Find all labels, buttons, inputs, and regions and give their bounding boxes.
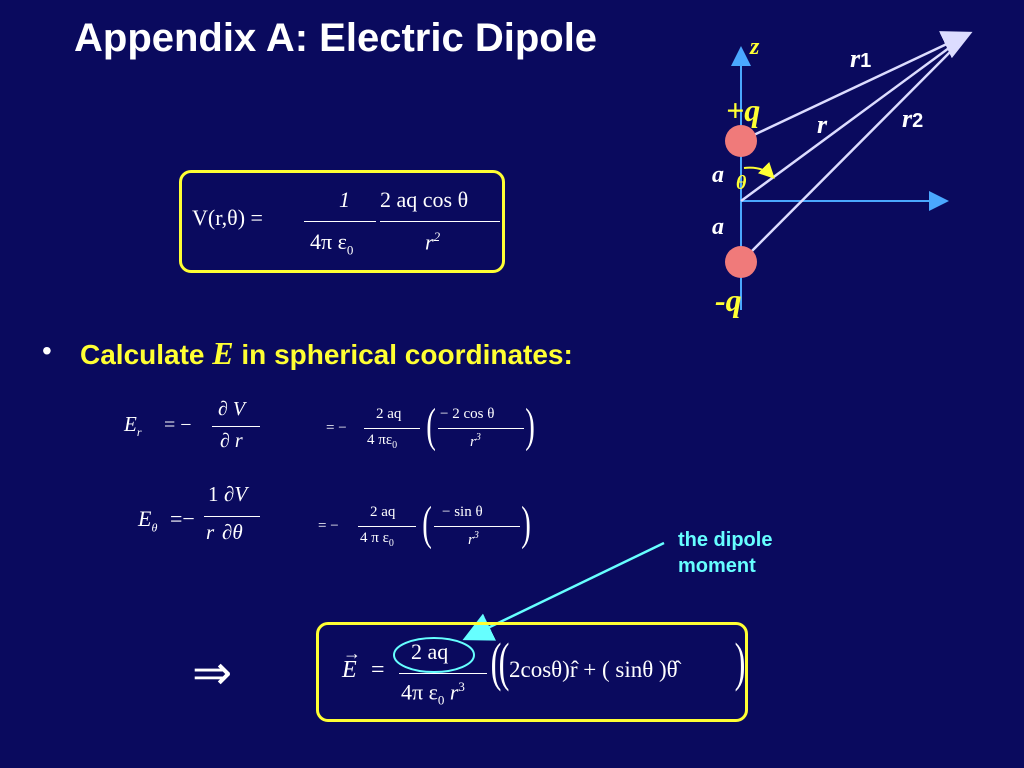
bullet-text-before: Calculate — [80, 339, 213, 370]
etheta-den2-sub: 0 — [388, 538, 394, 549]
etheta-den-a: r — [206, 520, 215, 544]
theta-arc — [743, 161, 775, 179]
theta-label: θ — [736, 172, 747, 194]
r1-label: r1 — [850, 44, 871, 74]
etheta-rparen: ) — [521, 497, 531, 550]
etheta-frac3-line — [434, 526, 520, 527]
er-den3-sup: 3 — [475, 432, 481, 443]
er-frac3-line — [438, 428, 524, 429]
bullet-marker: • — [42, 335, 52, 366]
etheta-den2: 4 π ε0 — [360, 530, 394, 549]
positive-charge — [725, 125, 757, 157]
etheta-lhs: Eθ — [138, 506, 157, 535]
er-num: ∂ V — [218, 398, 246, 420]
dipole-moment-ellipse — [393, 637, 475, 673]
etheta-den2-text: 4 π ε — [360, 530, 389, 546]
etheta-den3-sup: 3 — [473, 530, 479, 541]
bullet-text-after: in spherical coordinates: — [233, 339, 573, 370]
potential-frac2-den-sup: 2 — [433, 229, 441, 244]
etheta-frac2-line — [358, 526, 416, 527]
result-frac-line — [399, 673, 487, 674]
r1-label-text: r — [850, 44, 861, 73]
bullet-text-e: E — [212, 335, 234, 371]
etheta-num-a: 1 — [208, 482, 219, 506]
r-label: r — [817, 110, 828, 139]
er-frac-line — [212, 426, 260, 427]
er-den2-sub: 0 — [392, 440, 398, 451]
etheta-num2: 2 aq — [370, 504, 396, 520]
result-formula-box: → E = 2 aq 4π ε0 r3 ( ( 2cosθ)r̂ + ( sin… — [316, 622, 748, 722]
negative-charge — [725, 246, 757, 278]
etheta-den3-text: r — [468, 532, 474, 548]
etheta-num3: − sin θ — [442, 504, 483, 520]
etheta-lhs-sub: θ — [151, 520, 158, 535]
er-lparen: ( — [426, 399, 436, 452]
r1-label-sub: 1 — [860, 50, 872, 72]
result-den-r-sup: 3 — [458, 679, 465, 694]
plus-q-label: +q — [726, 92, 761, 128]
a-bottom-label: a — [712, 214, 724, 240]
etheta-eq2: = − — [318, 518, 339, 534]
er-den3-text: r — [470, 434, 476, 450]
etheta-num-b: ∂V — [224, 482, 248, 506]
implies-arrow-icon: ⇒ — [192, 645, 233, 701]
z-axis-label: z — [750, 34, 760, 60]
potential-frac1-den: 4π ε0 — [310, 229, 353, 258]
r2-label-sub: 2 — [912, 110, 924, 132]
er-rparen: ) — [525, 399, 535, 452]
er-frac2-line — [364, 428, 420, 429]
potential-frac1-num: 1 — [339, 187, 350, 212]
r2-label: r2 — [902, 104, 923, 134]
result-den-r: r — [449, 679, 459, 705]
potential-frac2-den-text: r — [425, 229, 434, 255]
potential-frac1-line — [304, 221, 376, 222]
callout-line2: moment — [678, 555, 756, 577]
potential-frac1-den-text: 4π ε — [310, 229, 347, 254]
er-lhs-text: E — [124, 412, 137, 436]
result-outer-rparen: ) — [734, 632, 746, 692]
result-den: 4π ε0 r3 — [401, 679, 465, 709]
result-inner-lparen: ( — [498, 632, 510, 692]
result-den-sub: 0 — [437, 692, 445, 708]
etheta-lhs-text: E — [138, 506, 152, 531]
page-title: Appendix A: Electric Dipole — [74, 16, 598, 60]
potential-formula-box: V(r,θ) = 1 4π ε0 2 aq cos θ r2 — [179, 170, 505, 273]
er-lhs-sub: r — [136, 425, 142, 440]
er-den2-text: 4 πε — [367, 432, 393, 448]
potential-frac1-den-sub: 0 — [346, 242, 354, 258]
minus-q-label: -q — [715, 282, 742, 318]
er-den: ∂ r — [220, 430, 243, 452]
er-eq2: = − — [326, 420, 347, 436]
result-lhs: E — [342, 657, 357, 683]
er-num2: 2 aq — [376, 406, 402, 422]
result-body: 2cosθ)r̂ + ( sinθ )θ̂ — [509, 657, 678, 682]
etheta-den-b: ∂θ — [222, 520, 243, 544]
er-den2: 4 πε0 — [367, 432, 397, 451]
bullet-text: Calculate E in spherical coordinates: — [80, 335, 573, 372]
result-outer-lparen: ( — [490, 632, 502, 692]
potential-lhs: V(r,θ) = — [192, 205, 263, 230]
etheta-eq: =− — [170, 506, 195, 531]
callout-line1: the dipole — [678, 529, 773, 551]
er-den3: r3 — [470, 432, 481, 451]
dipole-moment-callout: the dipole moment — [678, 527, 772, 579]
result-den-text: 4π ε — [401, 679, 438, 705]
potential-frac2-line — [380, 221, 500, 222]
etheta-den3: r3 — [468, 530, 479, 549]
result-num: 2 aq — [411, 639, 449, 664]
er-lhs: Er — [124, 412, 142, 440]
etheta-lparen: ( — [422, 497, 432, 550]
er-num3: − 2 cos θ — [440, 406, 495, 422]
r2-label-text: r — [902, 104, 913, 133]
result-eq: = — [371, 657, 385, 683]
potential-frac2-den: r2 — [425, 229, 440, 255]
potential-frac2-num: 2 aq cos θ — [380, 187, 469, 212]
etheta-frac-line — [204, 516, 260, 517]
er-eq: = − — [164, 414, 192, 436]
result-vector-arrow: → — [343, 643, 361, 663]
a-top-label: a — [712, 162, 724, 188]
